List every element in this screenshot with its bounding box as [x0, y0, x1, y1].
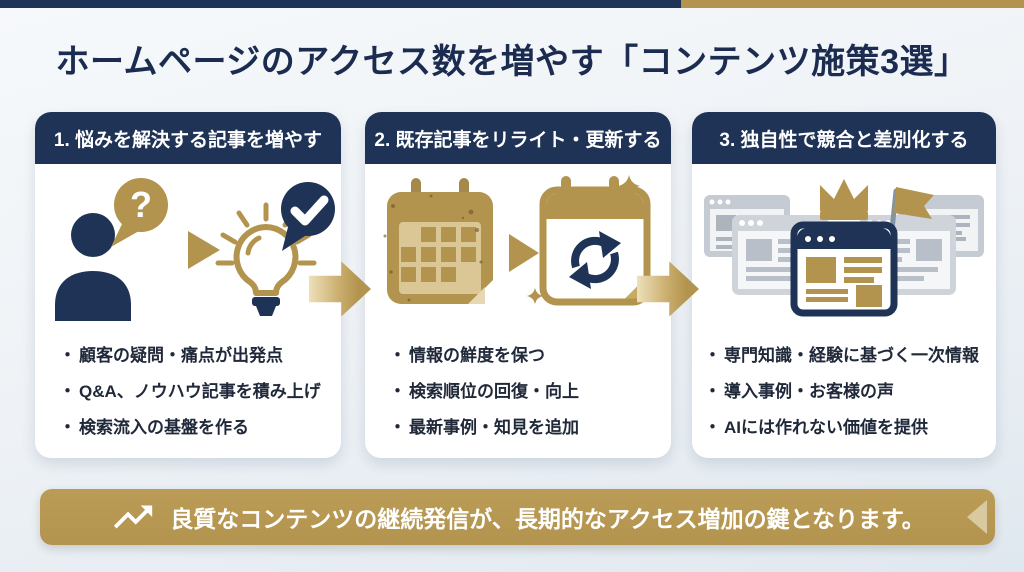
person-icon [55, 213, 131, 321]
bullet-text: 検索流入の基盤を作る [79, 418, 249, 437]
card3-bullet-list: ・専門知識・経験に基づく一次情報 ・導入事例・お客様の声 ・AIには作れない価値… [692, 334, 996, 446]
card1-header: 1. 悩みを解決する記事を増やす [35, 112, 341, 164]
card3-illustration [692, 164, 996, 334]
bullet-text: 最新事例・知見を追加 [409, 418, 579, 437]
person-question-lightbulb-check-icon: ? [55, 178, 335, 321]
list-item: ・情報の鮮度を保つ [389, 338, 661, 374]
top-bar-gold-segment [681, 0, 1024, 8]
svg-text:?: ? [130, 184, 152, 225]
card-solve-problems: 1. 悩みを解決する記事を増やす ? [35, 112, 341, 458]
browser-windows-crown-flag-icon [704, 179, 984, 317]
calendar-refresh-icon [383, 174, 651, 307]
check-badge-icon [281, 182, 335, 251]
bullet-text: AIには作れない価値を提供 [724, 418, 928, 437]
bullet-marker: ・ [59, 382, 76, 401]
summary-banner: 良質なコンテンツの継続発信が、長期的なアクセス増加の鍵となります。 [40, 489, 995, 545]
bullet-marker: ・ [389, 382, 406, 401]
list-item: ・専門知識・経験に基づく一次情報 [704, 338, 986, 374]
bullet-marker: ・ [704, 418, 721, 437]
sparkles-icon [527, 174, 651, 304]
refresh-calendar-icon [539, 175, 651, 305]
top-bar-navy-segment [0, 0, 681, 8]
bullet-text: 専門知識・経験に基づく一次情報 [724, 346, 979, 365]
card1-illustration: ? [35, 164, 341, 334]
small-arrow-icon [509, 233, 539, 272]
list-item: ・検索流入の基盤を作る [59, 410, 331, 446]
highlighted-window-icon [790, 221, 898, 317]
summary-message: 良質なコンテンツの継続発信が、長期的なアクセス増加の鍵となります。 [170, 506, 925, 532]
bullet-marker: ・ [389, 346, 406, 365]
bullet-marker: ・ [59, 346, 76, 365]
bullet-text: 情報の鮮度を保つ [409, 346, 545, 365]
refresh-arrows-icon [569, 230, 621, 289]
bullet-text: 導入事例・お客様の声 [724, 382, 894, 401]
bullet-marker: ・ [704, 382, 721, 401]
old-calendar-icon [383, 177, 496, 307]
trending-up-icon [114, 505, 153, 529]
list-item: ・顧客の疑問・痛点が出発点 [59, 338, 331, 374]
card1-bullet-list: ・顧客の疑問・痛点が出発点 ・Q&A、ノウハウ記事を積み上げ ・検索流入の基盤を… [35, 334, 341, 446]
list-item: ・検索順位の回復・向上 [389, 374, 661, 410]
bullet-text: 検索順位の回復・向上 [409, 382, 579, 401]
bullet-marker: ・ [704, 346, 721, 365]
bullet-text: Q&A、ノウハウ記事を積み上げ [79, 382, 321, 401]
page-title: ホームページのアクセス数を増やす「コンテンツ施策3選」 [55, 43, 969, 81]
question-bubble-icon: ? [111, 178, 168, 247]
card-differentiation: 3. 独自性で競合と差別化する [692, 112, 996, 458]
small-arrow-icon [188, 231, 220, 269]
card-rewrite-update: 2. 既存記事をリライト・更新する [365, 112, 671, 458]
card2-bullet-list: ・情報の鮮度を保つ ・検索順位の回復・向上 ・最新事例・知見を追加 [365, 334, 671, 446]
bullet-text: 顧客の疑問・痛点が出発点 [79, 346, 283, 365]
banner-notch-decoration [967, 500, 987, 534]
top-accent-bar [0, 0, 1024, 8]
list-item: ・Q&A、ノウハウ記事を積み上げ [59, 374, 331, 410]
bullet-marker: ・ [389, 418, 406, 437]
card3-header: 3. 独自性で競合と差別化する [692, 112, 996, 164]
bullet-marker: ・ [59, 418, 76, 437]
list-item: ・導入事例・お客様の声 [704, 374, 986, 410]
list-item: ・最新事例・知見を追加 [389, 410, 661, 446]
list-item: ・AIには作れない価値を提供 [704, 410, 986, 446]
card2-illustration [365, 164, 671, 334]
card2-header: 2. 既存記事をリライト・更新する [365, 112, 671, 164]
crown-icon [820, 179, 868, 220]
